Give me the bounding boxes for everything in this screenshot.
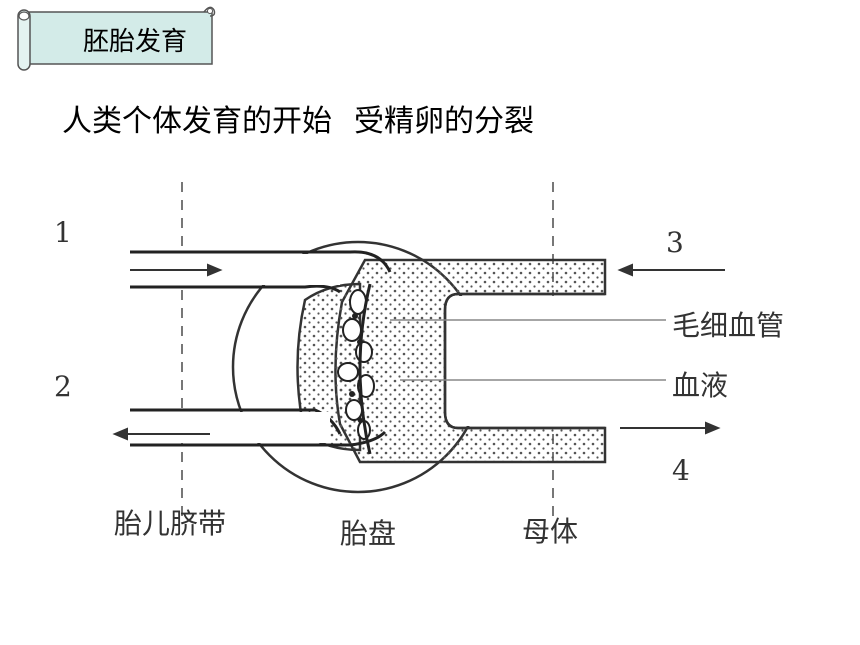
- placenta-diagram: 1 2 3 4 毛细血管 血液 胎儿脐带 胎盘 母体: [54, 172, 840, 562]
- arrow-2: [112, 427, 210, 441]
- arrow-3: [617, 263, 725, 277]
- label-number-2: 2: [54, 370, 72, 403]
- heading-part-1: 人类个体发育的开始: [62, 104, 332, 139]
- umbilical-vessel-top: [130, 250, 392, 294]
- arrow-4: [620, 421, 721, 435]
- label-number-3: 3: [666, 226, 684, 259]
- heading-part-2: 受精卵的分裂: [354, 104, 534, 139]
- villi-cluster: [337, 283, 375, 455]
- page-heading: 人类个体发育的开始受精卵的分裂: [62, 96, 534, 140]
- placenta-diagram-drawing: [112, 182, 725, 517]
- banner-title: 胚胎发育: [82, 26, 187, 57]
- arrow-1: [130, 263, 223, 277]
- label-number-4: 4: [672, 454, 690, 487]
- label-capillary: 毛细血管: [672, 309, 785, 342]
- label-mother: 母体: [522, 515, 579, 548]
- title-scroll-banner: 胚胎发育: [14, 4, 218, 74]
- label-blood: 血液: [672, 369, 729, 402]
- label-number-1: 1: [54, 216, 72, 249]
- label-placenta: 胎盘: [340, 517, 397, 550]
- label-umbilical-cord: 胎儿脐带: [114, 507, 227, 540]
- scroll-shape: [17, 6, 216, 71]
